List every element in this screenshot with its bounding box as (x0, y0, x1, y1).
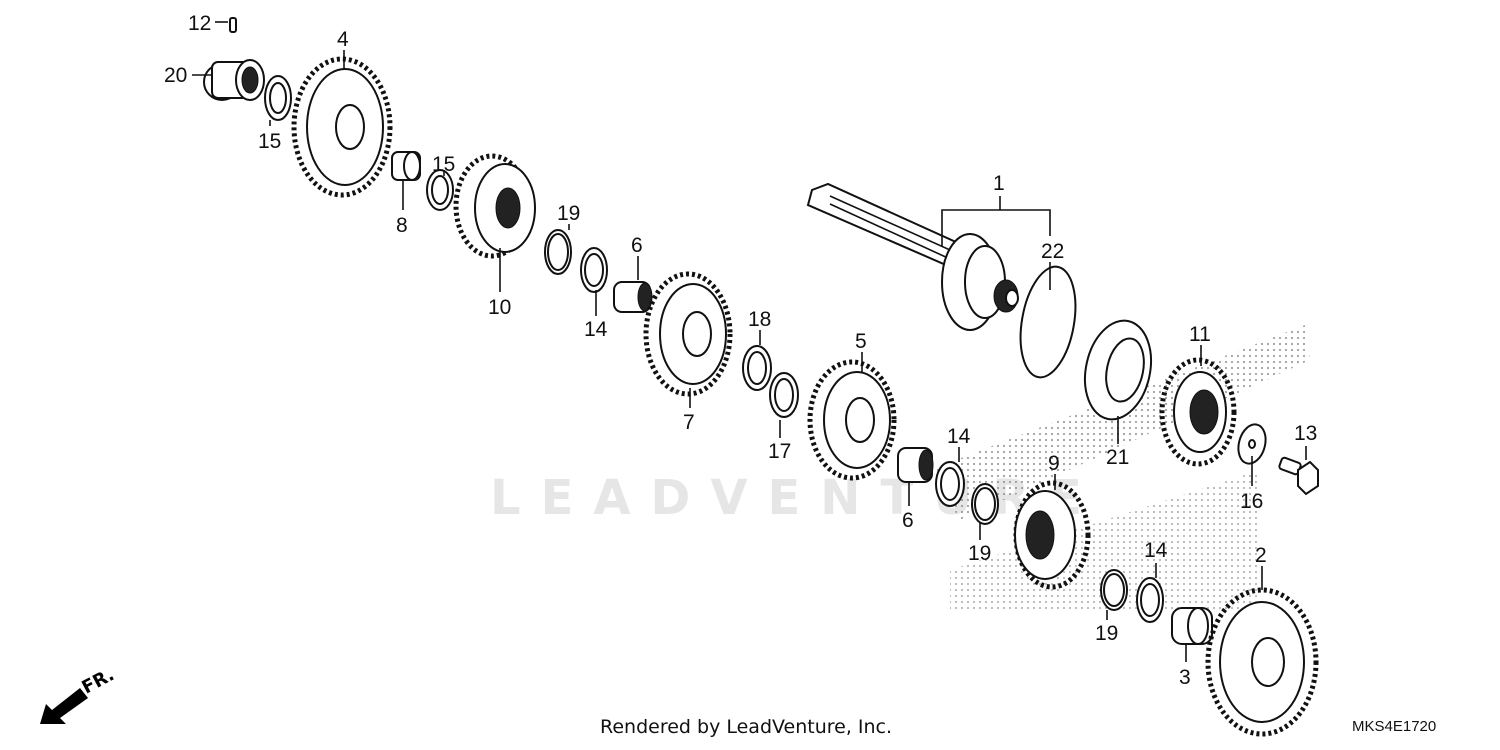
callout-19[interactable]: 19 (968, 542, 991, 565)
part-1-mainshaft (806, 182, 1019, 331)
arrow-down-left-icon: FR. (40, 664, 118, 724)
callout-6[interactable]: 6 (902, 509, 914, 532)
callout-18[interactable]: 18 (748, 308, 771, 331)
part-20-bearing (203, 59, 265, 101)
render-credit: Rendered by LeadVenture, Inc. (600, 716, 893, 738)
part-5-gear (807, 359, 897, 481)
part-16-washer (1237, 423, 1267, 465)
part-2-gear (1205, 587, 1319, 737)
callout-11[interactable]: 11 (1189, 323, 1211, 346)
part-11-drive-sprocket (1159, 357, 1237, 467)
callout-15[interactable]: 15 (432, 153, 455, 176)
callouts: 1 2 3 4 5 6 6 7 8 9 10 11 12 13 14 14 14… (164, 12, 1317, 689)
callout-10[interactable]: 10 (488, 296, 511, 319)
callout-13[interactable]: 13 (1294, 422, 1317, 445)
part-7-gear (643, 271, 733, 397)
part-21-oil-seal (1084, 319, 1152, 421)
callout-19[interactable]: 19 (1095, 622, 1118, 645)
callout-6[interactable]: 6 (631, 234, 643, 257)
callout-4[interactable]: 4 (337, 28, 349, 51)
callout-15[interactable]: 15 (258, 130, 281, 153)
callout-1[interactable]: 1 (993, 172, 1005, 195)
diagram-code: MKS4E1720 (1352, 718, 1437, 735)
callout-22[interactable]: 22 (1041, 240, 1064, 263)
callout-2[interactable]: 2 (1255, 544, 1267, 567)
callout-12[interactable]: 12 (188, 12, 211, 35)
callout-17[interactable]: 17 (768, 440, 791, 463)
callout-7[interactable]: 7 (683, 411, 695, 434)
part-22-o-ring (1019, 265, 1077, 379)
part-9-gear (1013, 480, 1091, 590)
stipple-band (930, 325, 1310, 520)
part-6-needle-bearing (613, 281, 653, 313)
callout-5[interactable]: 5 (855, 330, 867, 353)
leader-lines (192, 21, 1307, 662)
part-13-bolt (1278, 456, 1319, 496)
callout-14[interactable]: 14 (584, 318, 608, 341)
part-8-bushing (391, 151, 421, 181)
callout-21[interactable]: 21 (1106, 446, 1129, 469)
callout-9[interactable]: 9 (1048, 452, 1060, 475)
front-direction-indicator: FR. (36, 664, 146, 733)
part-6-needle-bearing (897, 447, 934, 483)
callout-16[interactable]: 16 (1240, 490, 1263, 513)
callout-14[interactable]: 14 (1144, 539, 1168, 562)
callout-8[interactable]: 8 (396, 214, 408, 237)
callout-20[interactable]: 20 (164, 64, 187, 87)
part-12-pin (229, 17, 237, 33)
part-4-gear (291, 56, 393, 198)
callout-3[interactable]: 3 (1179, 666, 1191, 689)
part-3-bushing (1171, 607, 1213, 645)
callout-14[interactable]: 14 (947, 425, 971, 448)
callout-19[interactable]: 19 (557, 202, 580, 225)
part-10-gear (453, 153, 536, 259)
